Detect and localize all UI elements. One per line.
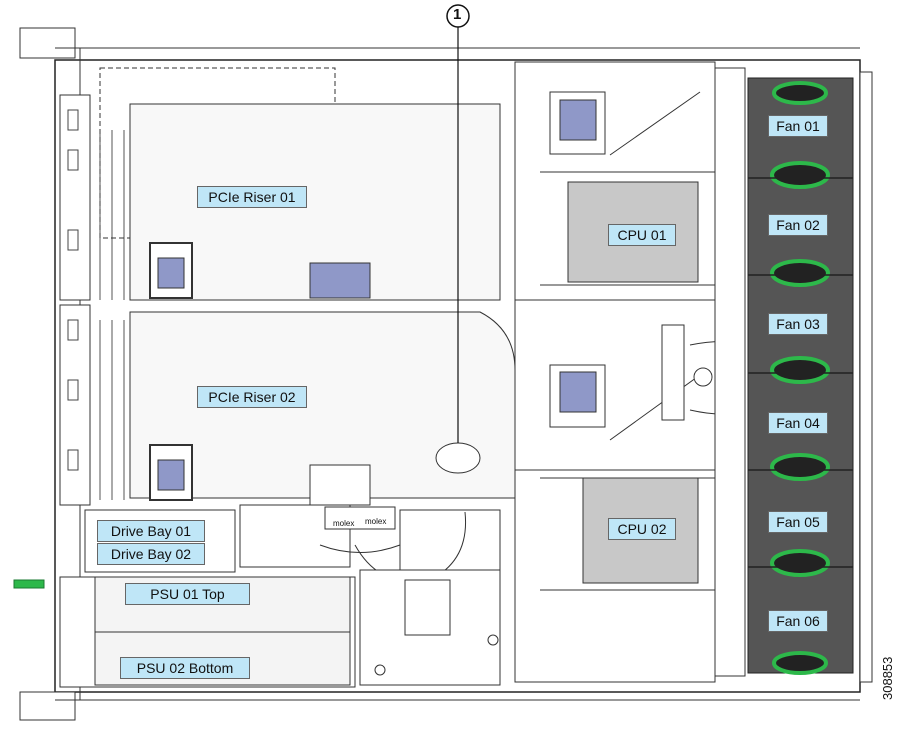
pcie-riser-01 — [99, 67, 501, 301]
label-fan-03: Fan 03 — [768, 313, 828, 335]
rear-brackets — [59, 94, 125, 506]
label-drive-bay-01: Drive Bay 01 — [97, 520, 205, 542]
fan-tray — [747, 77, 854, 675]
callout-number: 1 — [453, 6, 462, 23]
figure-id: 308853 — [880, 656, 895, 700]
psu-area — [13, 569, 501, 688]
label-cpu-02: CPU 02 — [608, 518, 676, 540]
label-fan-06: Fan 06 — [768, 610, 828, 632]
pcie-riser-02 — [129, 311, 516, 506]
label-pcie-riser-02: PCIe Riser 02 — [197, 386, 307, 408]
label-psu-01: PSU 01 Top — [125, 583, 250, 605]
label-fan-02: Fan 02 — [768, 214, 828, 236]
label-fan-05: Fan 05 — [768, 511, 828, 533]
label-fan-04: Fan 04 — [768, 412, 828, 434]
callout-1 — [446, 4, 470, 443]
label-psu-02: PSU 02 Bottom — [120, 657, 250, 679]
dimm-column — [714, 67, 746, 677]
label-pcie-riser-01: PCIe Riser 01 — [197, 186, 307, 208]
connector-label-molex-1: molex — [333, 519, 355, 528]
label-fan-01: Fan 01 — [768, 115, 828, 137]
label-cpu-01: CPU 01 — [608, 224, 676, 246]
connector-label-molex-2: molex — [365, 517, 387, 526]
label-drive-bay-02: Drive Bay 02 — [97, 543, 205, 565]
cpu-section — [514, 61, 746, 683]
